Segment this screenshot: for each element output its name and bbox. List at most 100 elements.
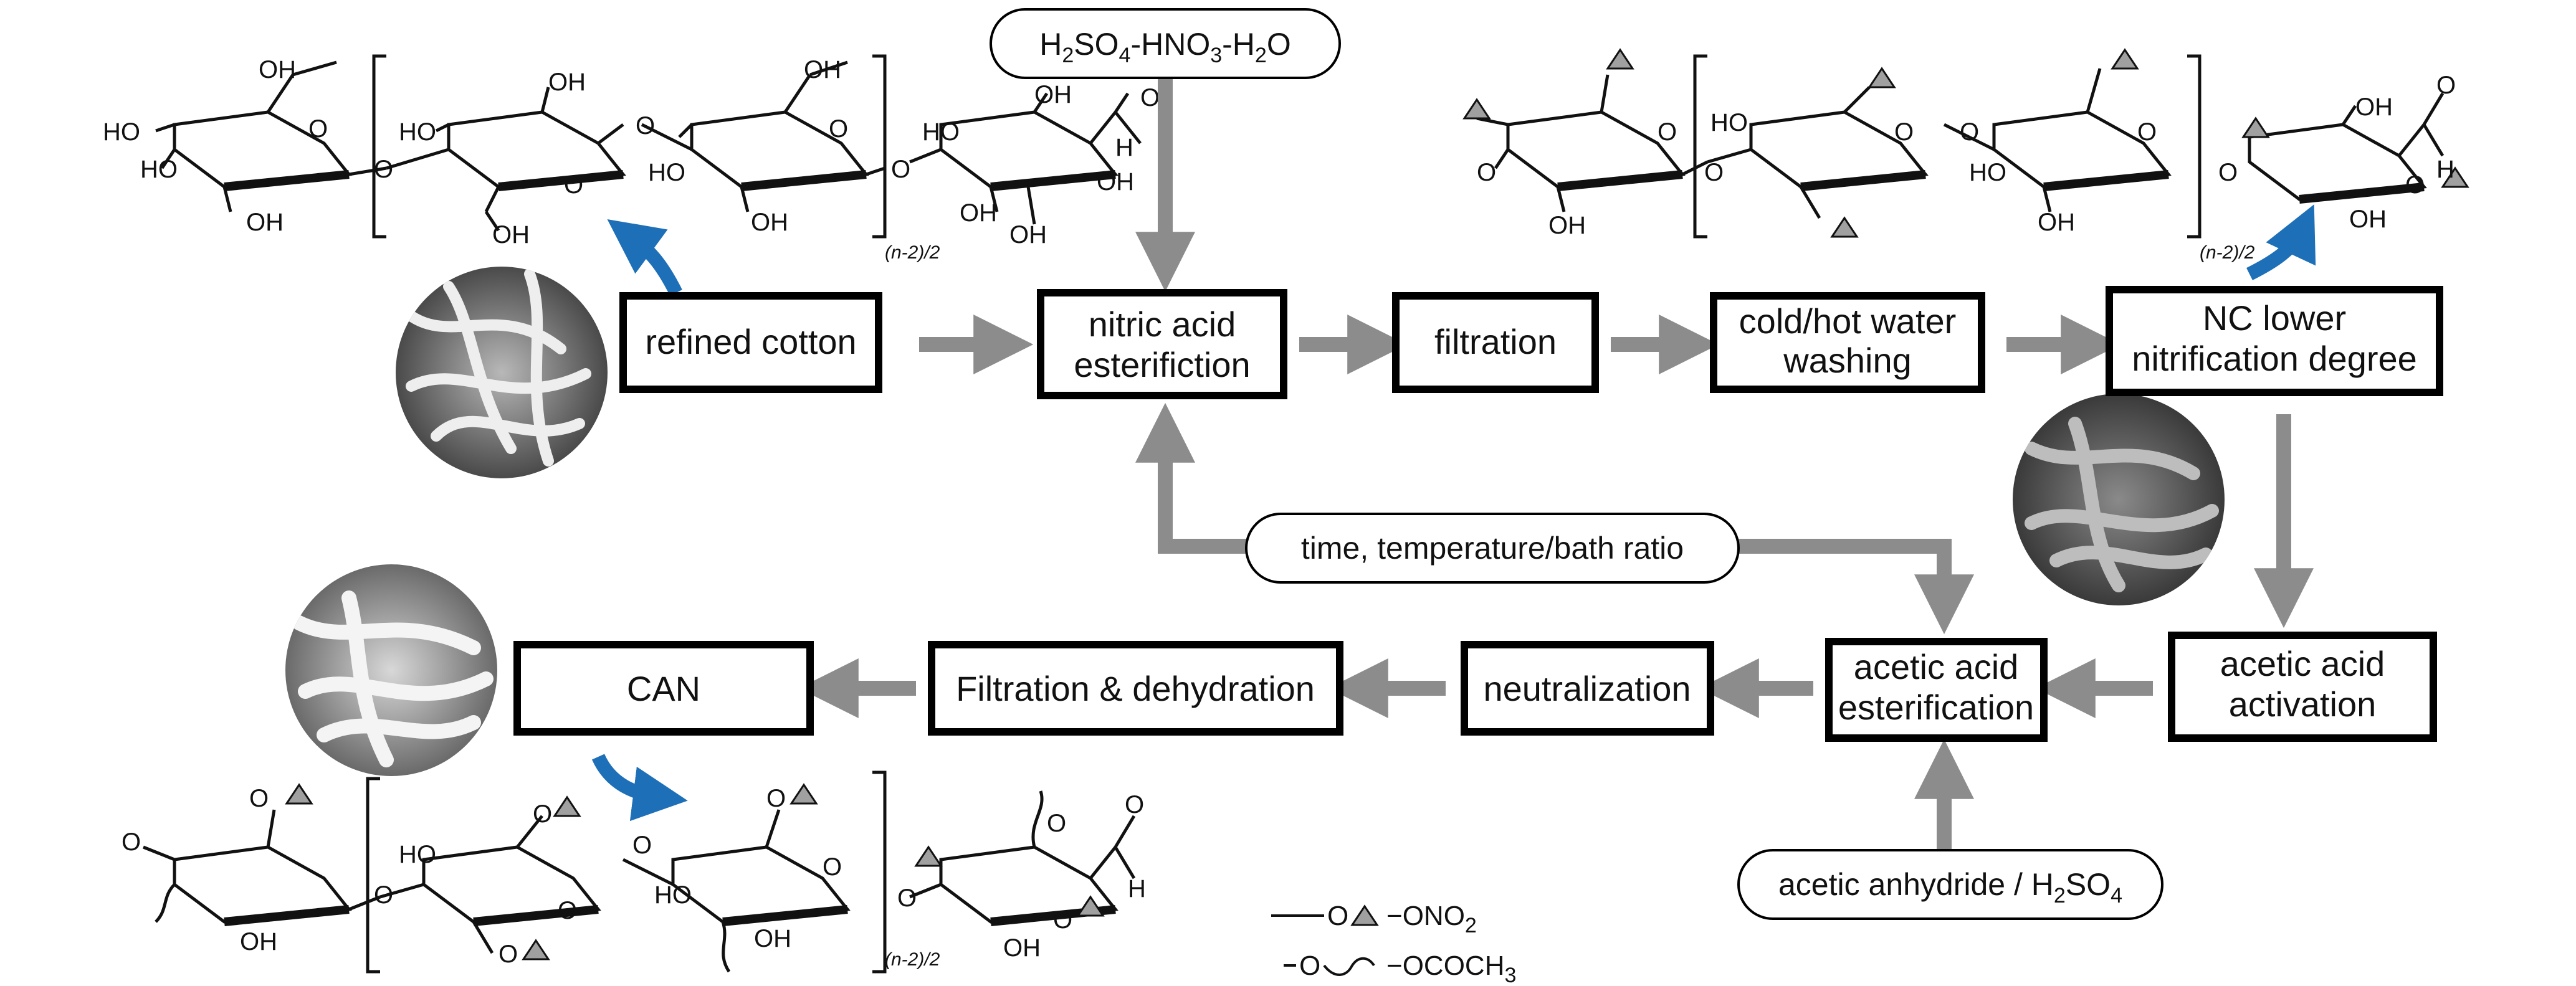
label-oh: OH: [492, 221, 530, 249]
label-ho: HO: [399, 118, 436, 146]
label-oh: OH: [1097, 168, 1134, 196]
label-ho: HO: [140, 156, 178, 183]
label-o: O: [564, 171, 583, 199]
label-o: O: [891, 156, 910, 183]
label-activation-1: acetic acid: [2220, 644, 2385, 683]
legend-squiggle-icon: [1323, 957, 1375, 976]
label-o: O: [374, 156, 393, 183]
sem-image-nc: [2013, 394, 2225, 605]
sem-image-cotton: [396, 267, 608, 478]
label-nitric-2: esterifiction: [1074, 345, 1250, 384]
label-o: O: [2436, 72, 2456, 99]
label-acetic-esterification-1: acetic acid: [1854, 647, 2019, 686]
label-o: O: [1047, 810, 1066, 837]
label-nc-1: NC lower: [2203, 298, 2346, 338]
label-o: O: [308, 115, 328, 143]
box-nc-lower: [2106, 286, 2443, 396]
label-o: O: [1140, 84, 1160, 111]
box-nitric-esterification: [1037, 289, 1287, 399]
label-nitrating-mix: H2SO4-HNO3-H2O: [1039, 27, 1290, 67]
flow-arrows: [798, 78, 2314, 856]
label-acetic-esterification-2: esterification: [1838, 688, 2034, 727]
label-filtration: filtration: [1434, 322, 1557, 361]
pill-labels: H2SO4-HNO3-H2O time, temperature/bath ra…: [1039, 27, 2122, 908]
label-ho: HO: [1710, 109, 1748, 136]
label-o: O: [1477, 159, 1496, 186]
label-o: O: [823, 853, 842, 881]
label-oh: OH: [246, 209, 284, 236]
label-h: H: [1128, 875, 1146, 903]
label-oh: OH: [754, 925, 791, 952]
label-nc-2: nitrification degree: [2132, 339, 2417, 378]
legend-triangle-icon: [1350, 904, 1379, 926]
box-can: [513, 641, 814, 736]
label-oh: OH: [259, 56, 296, 83]
label-ho: HO: [1969, 159, 2006, 186]
label-o: O: [2405, 171, 2425, 199]
label-oh: OH: [751, 209, 788, 236]
process-boxes: [513, 286, 2443, 742]
label-oh: OH: [2349, 206, 2387, 233]
box-filtration: [1392, 292, 1599, 393]
legend: O −ONO2 O −OCOCH3: [1271, 901, 1516, 986]
repeat-index: (n-2)/2: [885, 949, 940, 970]
label-activation-2: activation: [2229, 685, 2377, 724]
label-o: O: [249, 785, 269, 812]
can-labels: O O OH O HO O O O O HO O OH O (n-2)/2 O …: [122, 785, 1146, 970]
label-washing-2: washing: [1783, 341, 1911, 380]
label-oh: OH: [1009, 221, 1047, 249]
label-ho: HO: [399, 841, 436, 868]
label-conditions: time, temperature/bath ratio: [1301, 531, 1684, 566]
label-oh: OH: [2038, 209, 2075, 236]
label-oh: OH: [548, 69, 586, 96]
label-oh: OH: [1003, 934, 1041, 962]
nc-labels: O OH O HO O O O HO OH O (n-2)/2 O OH O O…: [1477, 72, 2456, 263]
legend-nitrate: −ONO2: [1386, 901, 1477, 937]
label-h: H: [2436, 156, 2454, 183]
box-filtration-dehydration: [928, 641, 1343, 736]
label-o: O: [1894, 118, 1914, 146]
label-oh: OH: [1034, 81, 1072, 108]
label-washing-1: cold/hot water: [1739, 301, 1957, 341]
label-acetylation: acetic anhydride / H2SO4: [1778, 867, 2122, 908]
sem-image-can: [285, 564, 497, 776]
reagent-pills: [990, 8, 2163, 920]
box-labels: refined cotton nitric acid esterifiction…: [627, 298, 2417, 727]
legend-o: O: [1299, 950, 1320, 981]
repeat-index: (n-2)/2: [885, 242, 940, 263]
pill-conditions: [1245, 513, 1740, 584]
label-o: O: [122, 828, 141, 856]
nc-triangles: [1462, 48, 2469, 238]
pill-nitrating-mix: [990, 8, 1341, 79]
label-o: O: [533, 800, 552, 828]
label-ho: HO: [103, 118, 140, 146]
label-o: O: [499, 941, 518, 968]
label-o: O: [1125, 791, 1144, 818]
label-o: O: [2218, 159, 2238, 186]
label-h: H: [1115, 134, 1133, 161]
repeat-index: (n-2)/2: [2200, 242, 2255, 263]
label-oh: OH: [804, 56, 841, 83]
label-o: O: [636, 112, 655, 140]
can-triangles: [285, 783, 1105, 960]
label-o: O: [632, 832, 652, 859]
legend-o: O: [1327, 901, 1348, 931]
nc-structure: [1476, 54, 2445, 239]
label-ho: HO: [922, 118, 960, 146]
label-o: O: [374, 881, 393, 909]
label-refined-cotton: refined cotton: [645, 322, 856, 361]
label-o: O: [1658, 118, 1677, 146]
label-oh: OH: [240, 928, 277, 955]
label-ho: HO: [648, 159, 685, 186]
legend-acetate: −OCOCH3: [1386, 950, 1516, 986]
cellulose-labels: OH HO HO OH O O HO OH O OH O OH HO OH O …: [103, 56, 1160, 263]
can-structure: [143, 770, 1136, 974]
curved-arrows: [591, 204, 2316, 822]
label-o: O: [766, 785, 786, 812]
box-neutralization: [1461, 641, 1714, 736]
cellulose-structure: [155, 54, 1142, 239]
label-can: CAN: [627, 669, 700, 708]
label-o: O: [558, 897, 577, 924]
